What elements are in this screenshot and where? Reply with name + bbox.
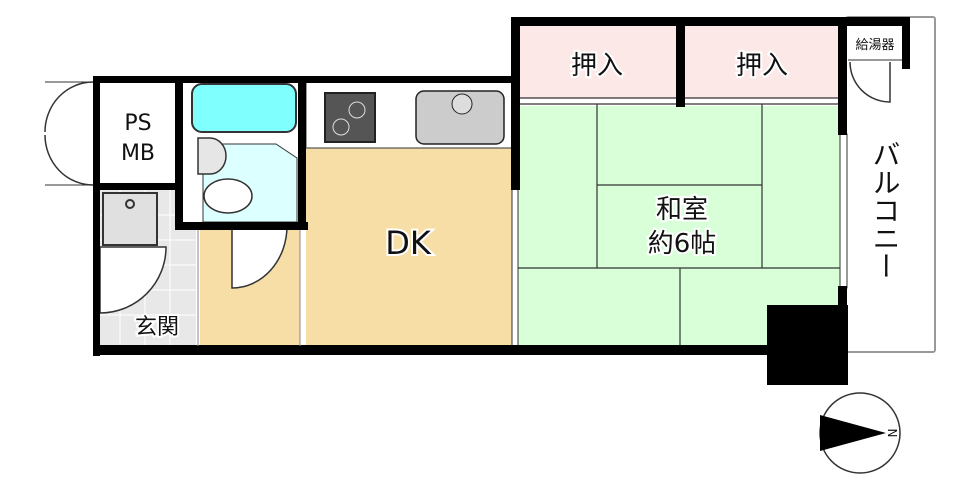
water-heater-label: 給湯器 xyxy=(855,38,894,53)
entrance-door[interactable] xyxy=(99,246,167,314)
mb-label: MB xyxy=(121,141,155,166)
sink-icon xyxy=(415,90,505,145)
washing-machine-icon xyxy=(102,192,158,246)
toilet-icon xyxy=(203,178,253,214)
ps-label: PS xyxy=(124,111,151,136)
closet-left xyxy=(518,26,678,98)
stove-icon xyxy=(324,92,376,143)
north-label: N xyxy=(885,429,899,438)
entrance-label: 玄関 xyxy=(135,315,179,340)
dk-floor xyxy=(306,146,514,346)
ps-door[interactable] xyxy=(44,81,94,186)
closet-right-label: 押入 xyxy=(736,51,788,81)
japanese-room-label: 和室 xyxy=(656,195,708,225)
balcony-door[interactable] xyxy=(849,61,891,103)
bathroom-door[interactable] xyxy=(231,225,288,289)
sliding-door[interactable] xyxy=(511,187,519,347)
japanese-room-size-label: 約6帖 xyxy=(648,229,717,259)
washbasin-icon xyxy=(197,137,227,175)
north-arrow-icon xyxy=(820,415,886,451)
balcony-window[interactable] xyxy=(839,133,848,289)
dk-label: DK xyxy=(385,224,432,262)
closet-right xyxy=(684,26,842,98)
walls xyxy=(93,17,910,385)
balcony-label: バルコニー xyxy=(869,140,902,280)
closet-left-label: 押入 xyxy=(571,51,623,81)
bathtub[interactable] xyxy=(191,83,297,133)
water-heater-box xyxy=(848,26,902,60)
compass: N xyxy=(819,392,901,474)
